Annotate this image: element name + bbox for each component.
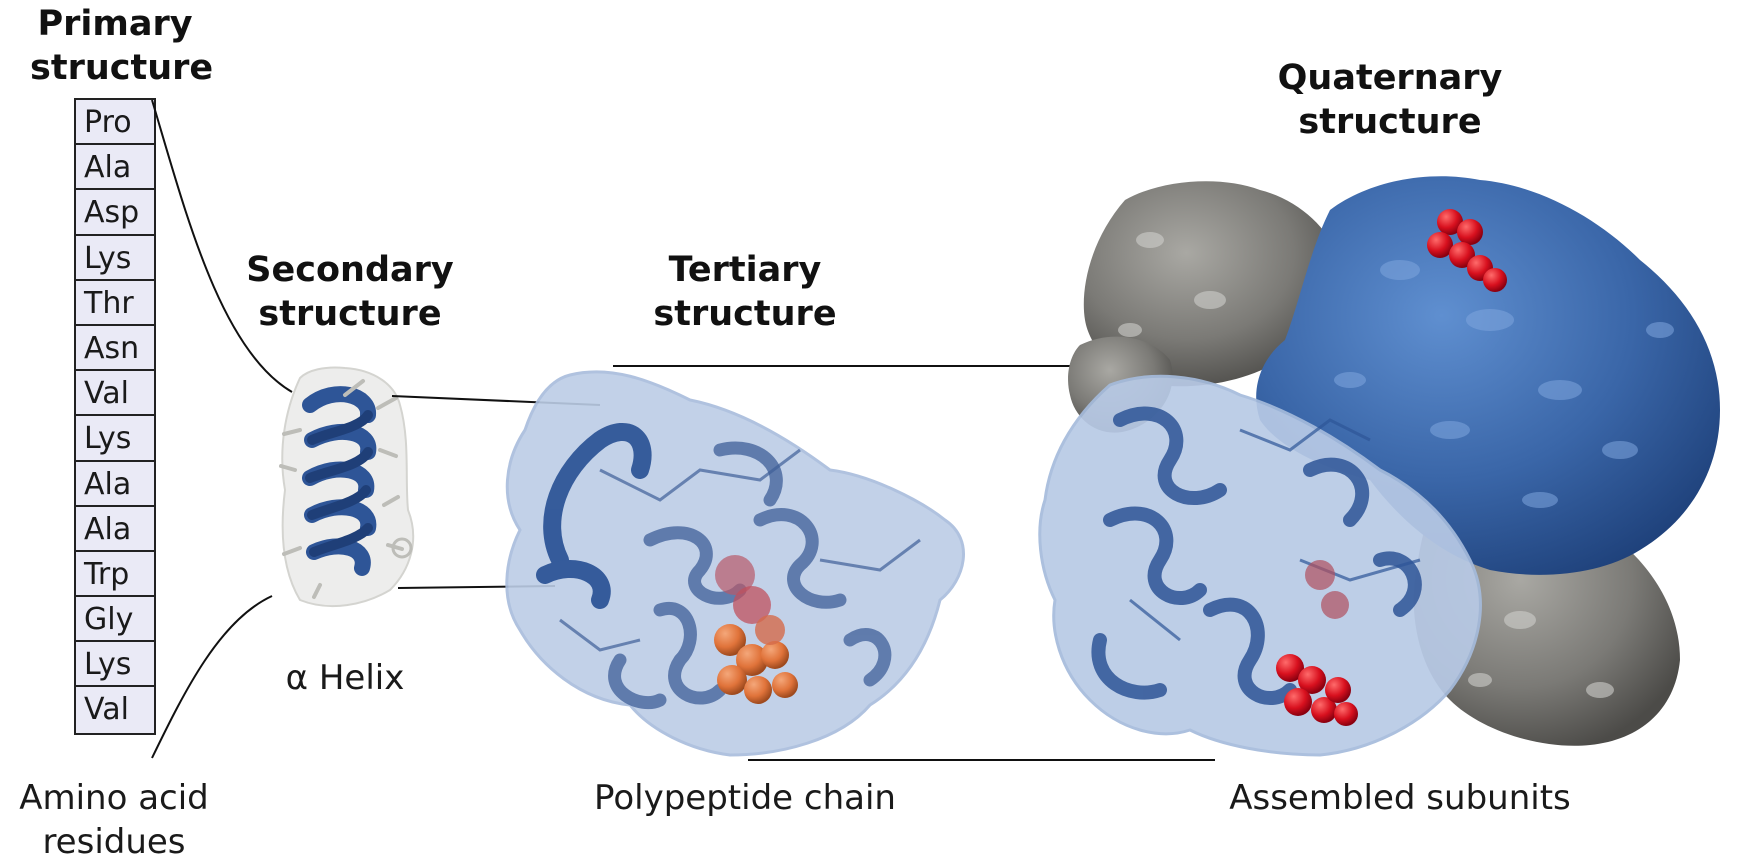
- residue-10: Ala: [76, 507, 154, 552]
- primary-title-line1: Primary: [37, 4, 193, 44]
- tertiary-title-line1: Tertiary: [668, 250, 822, 290]
- residue-9: Ala: [76, 462, 154, 507]
- polypeptide-chain-label: Polypeptide chain: [594, 778, 896, 818]
- quaternary-ligand-bottom: [1276, 560, 1358, 726]
- tertiary-ligand: [714, 555, 798, 704]
- assembled-subunits-label: Assembled subunits: [1229, 778, 1571, 818]
- alpha-helix-model: [279, 366, 415, 607]
- primary-caption-line1: Amino acid: [19, 778, 209, 818]
- secondary-title-line2: structure: [258, 294, 442, 334]
- amino-acid-sequence: Pro Ala Asp Lys Thr Asn Val Lys Ala Ala …: [74, 98, 156, 735]
- quaternary-title-line1: Quaternary: [1277, 58, 1503, 98]
- quaternary-structure-title: Quaternary structure: [1270, 56, 1510, 144]
- residue-11: Trp: [76, 552, 154, 598]
- secondary-caption: α Helix: [260, 656, 430, 700]
- quaternary-caption: Assembled subunits: [1215, 776, 1585, 820]
- residue-12: Gly: [76, 597, 154, 643]
- primary-caption-line2: residues: [42, 822, 186, 862]
- alpha-helix-label: α Helix: [285, 658, 405, 698]
- residue-7: Val: [76, 371, 154, 417]
- quaternary-structure-model: [1038, 176, 1720, 757]
- residue-8: Lys: [76, 416, 154, 462]
- secondary-title-line1: Secondary: [246, 250, 454, 290]
- residue-5: Thr: [76, 281, 154, 326]
- tertiary-structure-model: [505, 370, 965, 757]
- residue-13: Lys: [76, 642, 154, 688]
- residue-3: Asp: [76, 190, 154, 236]
- tertiary-title-line2: structure: [653, 294, 837, 334]
- residue-2: Ala: [76, 145, 154, 191]
- primary-structure-title: Primary structure: [30, 2, 214, 90]
- primary-caption: Amino acid residues: [0, 776, 228, 864]
- secondary-structure-title: Secondary structure: [245, 248, 455, 336]
- residue-4: Lys: [76, 236, 154, 281]
- residue-14: Val: [84, 692, 129, 728]
- residue-1: Pro: [76, 100, 154, 146]
- quaternary-title-line2: structure: [1298, 102, 1482, 142]
- residue-6: Asn: [76, 326, 154, 372]
- tertiary-structure-title: Tertiary structure: [640, 248, 850, 336]
- primary-title-line2: structure: [30, 48, 214, 88]
- tertiary-caption: Polypeptide chain: [575, 776, 915, 820]
- quaternary-ligand-top: [1427, 209, 1507, 292]
- connector-primary-to-secondary: [151, 99, 293, 759]
